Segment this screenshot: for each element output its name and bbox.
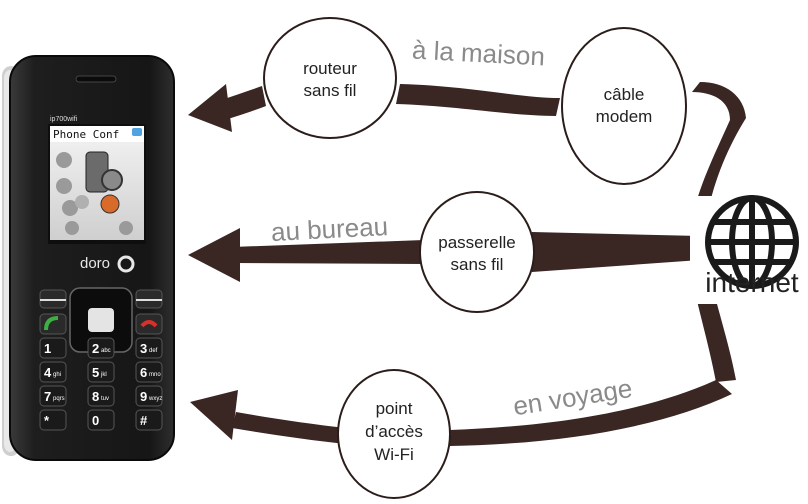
key-letters: ghi xyxy=(53,372,61,378)
key-digit: 7 xyxy=(44,389,51,404)
node-modem: câble modem xyxy=(561,27,687,185)
gear-icon xyxy=(101,169,123,191)
trunk-top xyxy=(690,82,746,228)
phone-screen: Phone Conf xyxy=(48,124,146,244)
menu-icon-6 xyxy=(75,195,89,209)
key-letters: mno xyxy=(149,372,161,378)
key-letters: def xyxy=(149,348,158,354)
route-travel-line-2 xyxy=(232,412,346,444)
menu-icon-4 xyxy=(65,221,79,235)
key-digit: 2 xyxy=(92,341,99,356)
route-office-line-2 xyxy=(232,240,424,264)
call-icon xyxy=(44,316,59,331)
key-digit: 9 xyxy=(140,389,147,404)
key-digit: 1 xyxy=(44,341,51,356)
node-hotspot: point d’accès Wi-Fi xyxy=(337,369,451,499)
menu-icon-5 xyxy=(119,221,133,235)
key-0[interactable]: 0 xyxy=(87,409,115,431)
key-digit: # xyxy=(140,413,148,428)
node-router: routeur sans fil xyxy=(263,17,397,139)
route-office-line xyxy=(532,232,700,272)
node-hotspot-line-2: d’accès xyxy=(365,422,423,441)
phone: ip700wifi Phone Conf doro xyxy=(2,55,175,461)
menu-icon-2 xyxy=(56,178,72,194)
node-router-line-1: routeur xyxy=(303,59,357,78)
key-digit: 3 xyxy=(140,341,147,356)
node-hotspot-line-3: Wi-Fi xyxy=(374,445,414,464)
arrowhead-home xyxy=(188,84,232,132)
end-call-icon xyxy=(140,320,158,328)
route-label-office: au bureau xyxy=(270,211,389,247)
key-letters: pqrs xyxy=(53,396,65,402)
key-digit: 0 xyxy=(92,413,99,428)
brand-logo-text: doro xyxy=(80,255,110,272)
key-hash[interactable]: # xyxy=(135,409,163,431)
route-home-line xyxy=(396,84,560,116)
node-modem-line-2: modem xyxy=(596,107,653,126)
arrowhead-office xyxy=(188,228,240,282)
key-digit: 6 xyxy=(140,365,147,380)
key-star[interactable]: * xyxy=(39,409,67,431)
node-gateway-line-2: sans fil xyxy=(451,255,504,274)
route-label-home: à la maison xyxy=(411,35,545,72)
menu-icon-1 xyxy=(56,152,72,168)
key-letters: tuv xyxy=(101,396,109,402)
internet-label: internet xyxy=(705,267,799,298)
tools-icon xyxy=(100,194,120,214)
node-modem-line-1: câble xyxy=(604,85,645,104)
key-digit: * xyxy=(44,413,50,428)
key-letters: wxyz xyxy=(148,396,162,402)
route-travel-line xyxy=(450,380,732,446)
key-1[interactable]: 1 xyxy=(39,337,67,359)
key-letters: jkl xyxy=(100,372,107,378)
ok-button[interactable] xyxy=(88,308,114,332)
node-hotspot-line-1: point xyxy=(376,399,413,418)
globe-icon xyxy=(705,195,799,289)
key-letters: abc xyxy=(101,348,111,354)
brand-logo-mark xyxy=(117,255,135,273)
key-digit: 5 xyxy=(92,365,99,380)
arrowhead-travel xyxy=(190,390,238,440)
internet-hub: internet xyxy=(690,195,808,304)
screen-title: Phone Conf xyxy=(53,128,119,141)
node-gateway-line-1: passerelle xyxy=(438,233,516,252)
node-router-line-2: sans fil xyxy=(304,81,357,100)
node-gateway: passerelle sans fil xyxy=(419,191,535,313)
battery-icon xyxy=(132,128,142,136)
key-digit: 8 xyxy=(92,389,99,404)
menu-icon-3 xyxy=(62,200,78,216)
phone-model: ip700wifi xyxy=(50,116,78,123)
connection-arrows xyxy=(188,82,746,446)
key-digit: 4 xyxy=(44,365,52,380)
